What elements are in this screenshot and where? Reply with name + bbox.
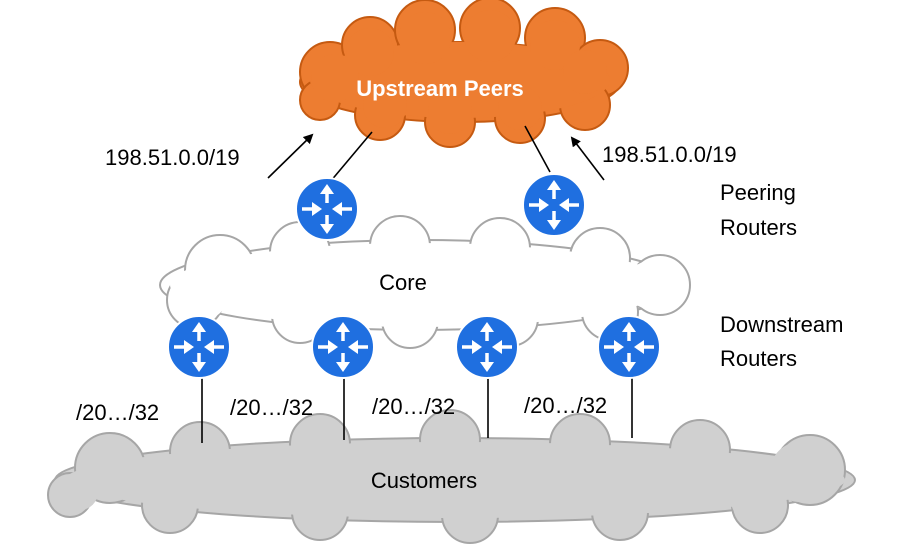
downstream-routers-label-line1: Downstream	[720, 312, 843, 337]
router-icon	[596, 314, 662, 380]
downstream-routers-label-line2: Routers	[720, 346, 797, 371]
announce-arrow-right	[570, 136, 605, 181]
customers-cloud: Customers	[47, 409, 856, 544]
router-icon	[310, 314, 376, 380]
customer-prefix-label-2: /20…/32	[230, 395, 313, 420]
core-label: Core	[379, 270, 427, 295]
peering-routers-label-line2: Routers	[720, 215, 797, 240]
upstream-peers-label: Upstream Peers	[356, 76, 524, 101]
customer-prefix-label-3: /20…/32	[372, 394, 455, 419]
router-icon	[294, 176, 360, 242]
link-peer-right-upstream	[524, 125, 551, 173]
announce-label-right: 198.51.0.0/19	[602, 142, 737, 167]
peering-routers-label-line1: Peering	[720, 180, 796, 205]
customers-label: Customers	[371, 468, 477, 493]
announce-arrow-left	[267, 133, 314, 179]
router-icon	[166, 314, 232, 380]
router-icon	[454, 314, 520, 380]
router-icon	[521, 172, 587, 238]
announce-label-left: 198.51.0.0/19	[105, 145, 240, 170]
customer-prefix-label-1: /20…/32	[76, 400, 159, 425]
upstream-peers-cloud: Upstream Peers	[299, 0, 629, 148]
link-peer-left-upstream	[329, 131, 373, 183]
core-cloud: Core	[159, 215, 691, 349]
customer-prefix-label-4: /20…/32	[524, 393, 607, 418]
